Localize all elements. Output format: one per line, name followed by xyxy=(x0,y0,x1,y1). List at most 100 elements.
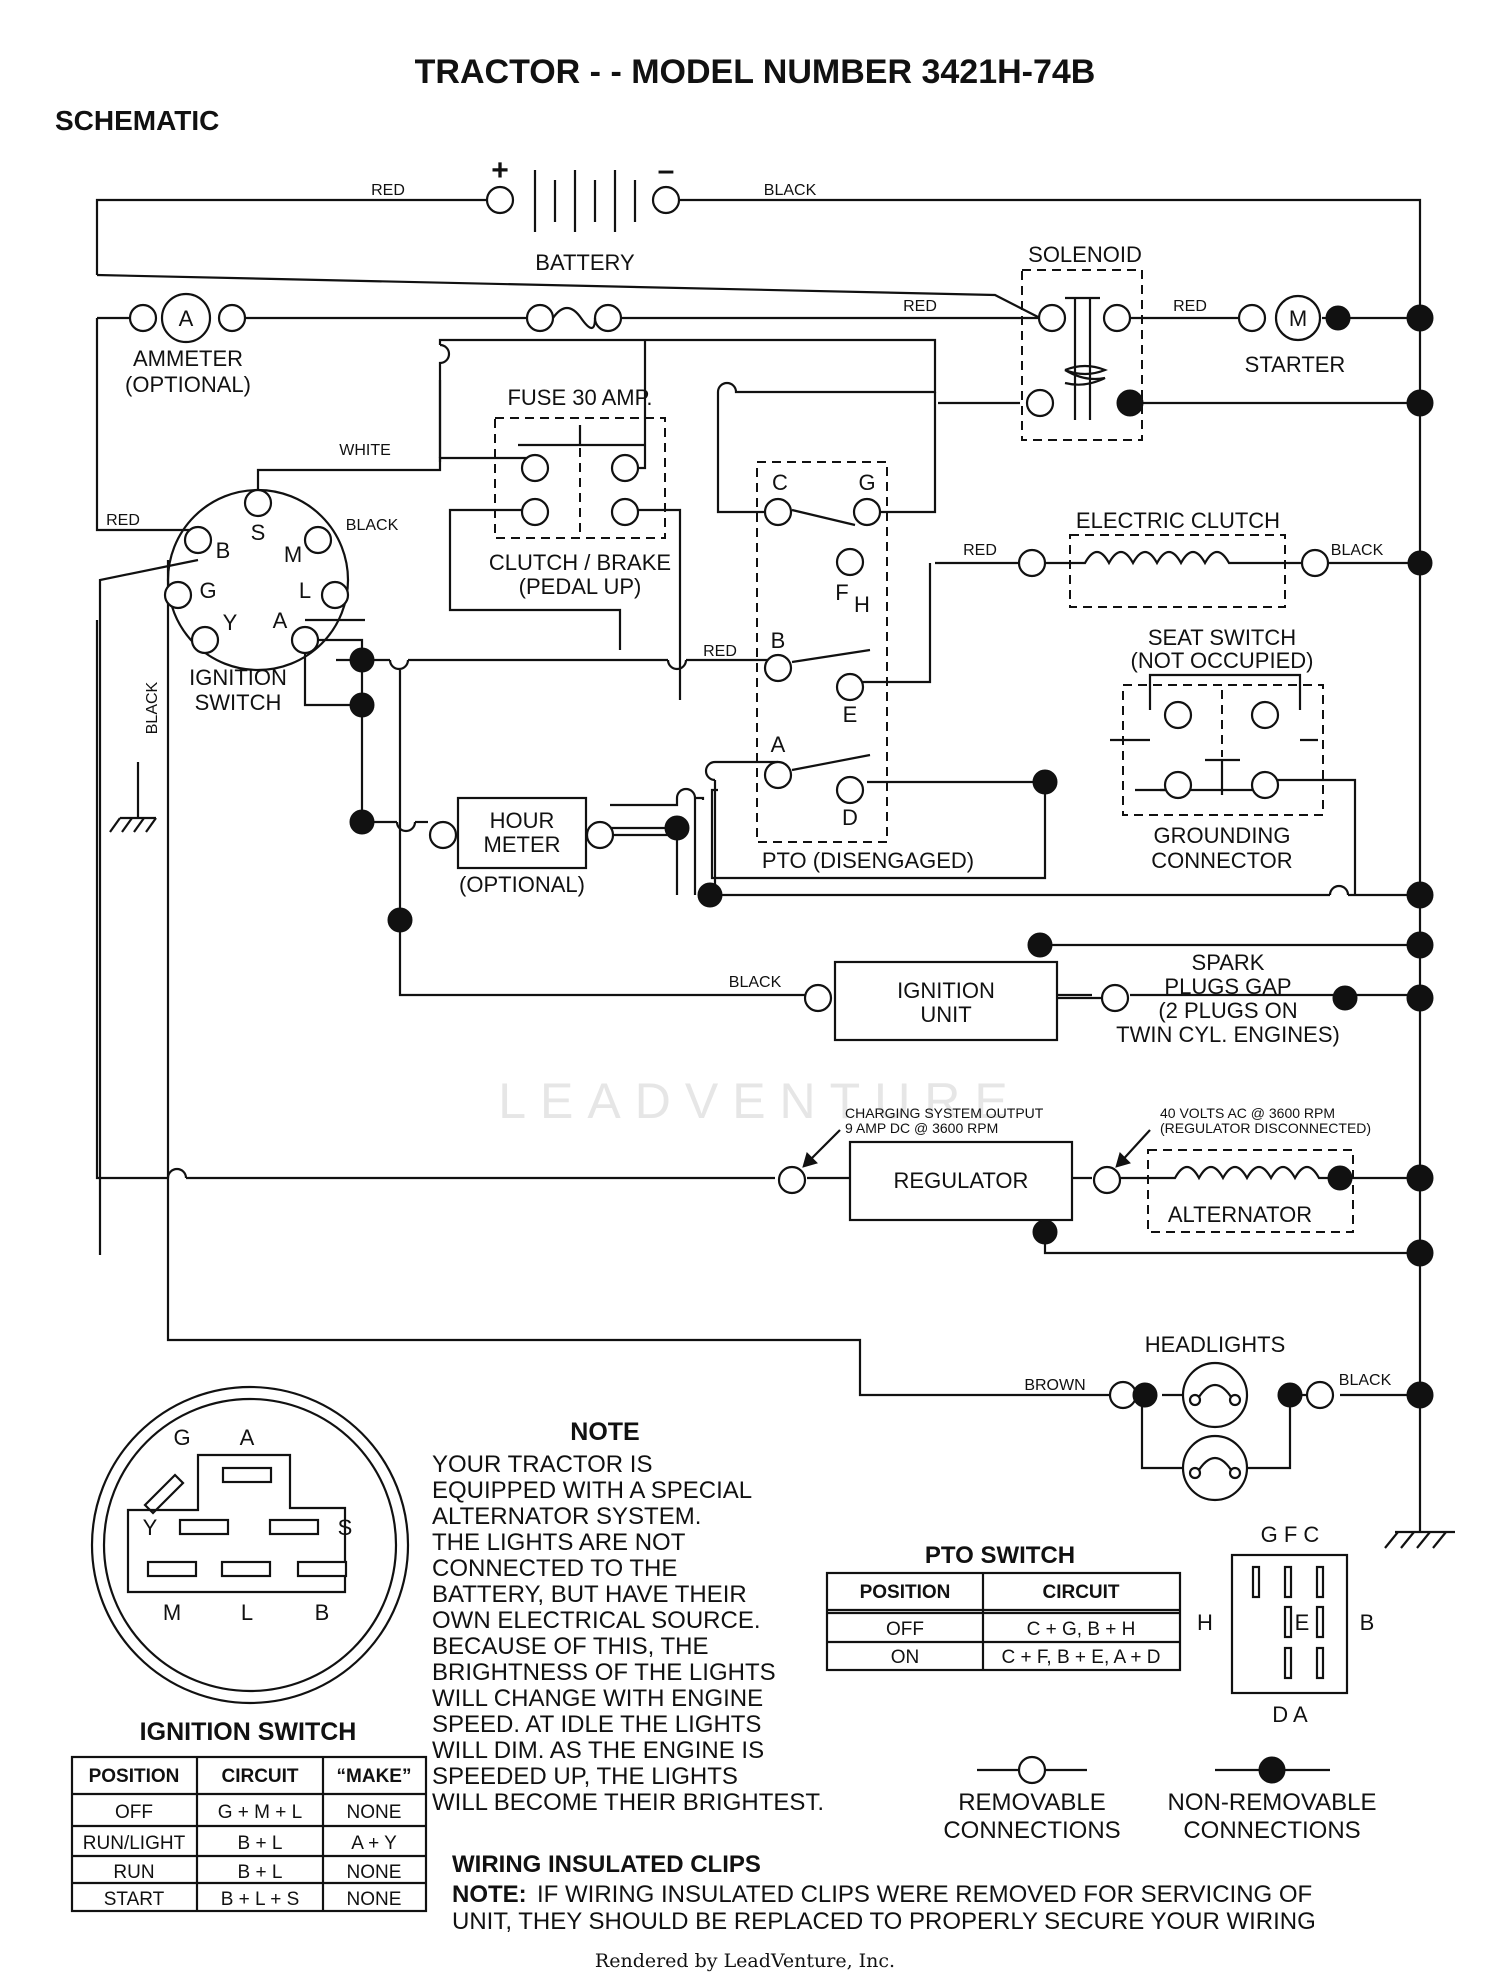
note-line-12: SPEEDED UP, THE LIGHTS xyxy=(432,1763,738,1790)
clips-note: WIRING INSULATED CLIPS NOTE: IF WIRING I… xyxy=(452,1851,1316,1935)
legend-removable-1: REMOVABLE xyxy=(958,1789,1106,1816)
pto-label: PTO (DISENGAGED) xyxy=(762,848,974,873)
pto-terminal-g: G xyxy=(858,470,875,495)
note-heading: NOTE xyxy=(570,1418,639,1446)
starter-label: STARTER xyxy=(1245,352,1346,377)
plug-letter-g: G xyxy=(173,1425,190,1450)
ign-row-2-make: NONE xyxy=(347,1862,402,1883)
pto-terminal-f: F xyxy=(835,580,848,605)
page-title: TRACTOR - - MODEL NUMBER 3421H-74B xyxy=(415,53,1096,91)
solenoid: SOLENOID xyxy=(1021,242,1144,441)
wire-label-brown: BROWN xyxy=(1024,1377,1085,1394)
wire-label-red-battery: RED xyxy=(371,182,405,199)
ammeter-symbol: A xyxy=(179,306,194,331)
note-line-13: WILL BECOME THEIR BRIGHTEST. xyxy=(432,1789,824,1816)
pto-terminal-h: H xyxy=(854,592,870,617)
junction-dots xyxy=(349,304,1434,1409)
note-line-3: THE LIGHTS ARE NOT xyxy=(432,1529,686,1556)
wire-label-red-pto: RED xyxy=(703,643,737,660)
legend-removable-2: CONNECTIONS xyxy=(943,1817,1120,1844)
ignition-switch-table: IGNITION SWITCH POSITION CIRCUIT “MAKE” … xyxy=(70,1718,428,1913)
ammeter-optional-label: (OPTIONAL) xyxy=(125,372,251,397)
connection-legend: REMOVABLE CONNECTIONS NON-REMOVABLE CONN… xyxy=(943,1755,1377,1844)
regulator-label: REGULATOR xyxy=(894,1168,1029,1193)
ign-terminal-y: Y xyxy=(223,610,238,635)
spark-plugs-line-4: TWIN CYL. ENGINES) xyxy=(1116,1022,1340,1047)
ign-terminal-m: M xyxy=(284,542,302,567)
headlights: HEADLIGHTS xyxy=(1108,1332,1335,1502)
wire-label-black-headlights: BLACK xyxy=(1339,1372,1392,1389)
legend-non-removable-2: CONNECTIONS xyxy=(1183,1817,1360,1844)
ign-row-2-pos: RUN xyxy=(113,1862,154,1883)
ign-th-circuit: CIRCUIT xyxy=(221,1766,298,1787)
note-line-9: WILL CHANGE WITH ENGINE xyxy=(432,1685,763,1712)
pto-terminal-b: B xyxy=(771,628,786,653)
section-title: SCHEMATIC xyxy=(55,105,219,136)
ign-row-1-make: A + Y xyxy=(351,1833,397,1854)
legend-non-removable-1: NON-REMOVABLE xyxy=(1168,1789,1377,1816)
wire-label-red-starter: RED xyxy=(1173,298,1207,315)
ignition-switch-label-2: SWITCH xyxy=(195,690,282,715)
pto-face-center: E xyxy=(1295,1610,1310,1635)
note-line-4: CONNECTED TO THE xyxy=(432,1555,677,1582)
note-line-2: ALTERNATOR SYSTEM. xyxy=(432,1503,701,1530)
plug-letter-m: M xyxy=(163,1600,181,1625)
battery: + – BATTERY xyxy=(485,154,681,275)
charging-output-line-1: CHARGING SYSTEM OUTPUT xyxy=(845,1105,1044,1121)
starter-symbol: M xyxy=(1289,306,1307,331)
note-line-0: YOUR TRACTOR IS xyxy=(432,1451,652,1478)
ignition-plug-face: G A Y S M L B xyxy=(90,1385,410,1705)
ign-row-0-make: NONE xyxy=(347,1802,402,1823)
ign-row-1-pos: RUN/LIGHT xyxy=(83,1833,186,1854)
ammeter-label: AMMETER xyxy=(133,346,243,371)
clips-line-2: UNIT, THEY SHOULD BE REPLACED TO PROPERL… xyxy=(452,1908,1316,1935)
pto-table-title: PTO SWITCH xyxy=(925,1542,1075,1569)
starter: M STARTER xyxy=(1237,294,1351,377)
alternator-output-line-2: (REGULATOR DISCONNECTED) xyxy=(1160,1120,1371,1136)
plug-letter-l: L xyxy=(241,1600,253,1625)
alternator: ALTERNATOR xyxy=(1120,1149,1354,1233)
hour-meter-label-2: METER xyxy=(484,832,561,857)
pto-row-0-pos: OFF xyxy=(886,1619,924,1640)
ignition-table-title: IGNITION SWITCH xyxy=(140,1718,357,1746)
ign-row-0-circuit: G + M + L xyxy=(218,1802,302,1823)
wire-label-red-ammeter: RED xyxy=(903,298,937,315)
ignition-switch: B S M G L Y A IGNITION SWITCH xyxy=(163,488,350,715)
inline-fuse xyxy=(525,303,623,333)
note-line-8: BRIGHTNESS OF THE LIGHTS xyxy=(432,1659,776,1686)
regulator: CHARGING SYSTEM OUTPUT 9 AMP DC @ 3600 R… xyxy=(777,1105,1371,1245)
note-line-11: WILL DIM. AS THE ENGINE IS xyxy=(432,1737,764,1764)
wire-label-white: WHITE xyxy=(339,442,391,459)
ammeter: A AMMETER (OPTIONAL) xyxy=(125,292,251,397)
pto-th-position: POSITION xyxy=(860,1582,951,1603)
hour-meter-optional-label: (OPTIONAL) xyxy=(459,872,585,897)
footer-credit: Rendered by LeadVenture, Inc. xyxy=(595,1950,895,1972)
plug-letter-b: B xyxy=(315,1600,330,1625)
pto-switch: C G F H B E A D PTO (DISENGAGED) xyxy=(756,461,974,873)
pto-switch-table: PTO SWITCH POSITION CIRCUIT OFF C + G, B… xyxy=(825,1542,1182,1672)
clutch-brake-sub-label: (PEDAL UP) xyxy=(519,574,642,599)
fuse-label: FUSE 30 AMP. xyxy=(507,385,652,410)
pto-face-right: B xyxy=(1360,1610,1375,1635)
pto-terminal-a: A xyxy=(771,732,786,757)
ign-row-3-pos: START xyxy=(104,1889,165,1910)
pto-switch-face: G F C E H B D A xyxy=(1197,1522,1374,1727)
pto-row-0-circuit: C + G, B + H xyxy=(1027,1619,1136,1640)
removable-connection-symbol xyxy=(1017,1755,1047,1785)
pto-row-1-circuit: C + F, B + E, A + D xyxy=(1002,1647,1161,1668)
electric-clutch-label: ELECTRIC CLUTCH xyxy=(1076,508,1280,533)
hour-meter: HOUR METER (OPTIONAL) xyxy=(428,796,680,897)
pto-th-circuit: CIRCUIT xyxy=(1042,1582,1119,1603)
spark-plugs-line-2: PLUGS GAP xyxy=(1164,974,1291,999)
clips-note-label: NOTE: xyxy=(452,1881,527,1908)
battery-minus-label: – xyxy=(658,154,675,187)
clutch-brake-label: CLUTCH / BRAKE xyxy=(489,550,671,575)
plug-letter-y: Y xyxy=(143,1515,158,1540)
ign-terminal-a: A xyxy=(273,608,288,633)
wires xyxy=(95,198,1455,1549)
ign-row-2-circuit: B + L xyxy=(238,1862,283,1883)
hour-meter-label-1: HOUR xyxy=(490,808,555,833)
seat-switch: SEAT SWITCH (NOT OCCUPIED) GROUNDING CON… xyxy=(1122,625,1324,873)
seat-switch-sub-label: (NOT OCCUPIED) xyxy=(1131,648,1314,673)
